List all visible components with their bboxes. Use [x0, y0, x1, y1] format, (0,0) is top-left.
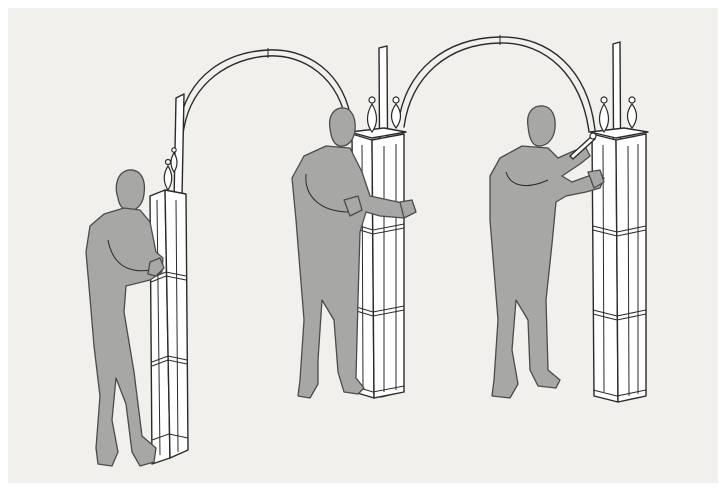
right-arch	[398, 35, 595, 132]
person-tightening-bolt	[490, 106, 604, 398]
left-arch-panel	[150, 94, 188, 464]
left-arch	[178, 48, 352, 134]
right-arch-panel	[590, 42, 648, 402]
